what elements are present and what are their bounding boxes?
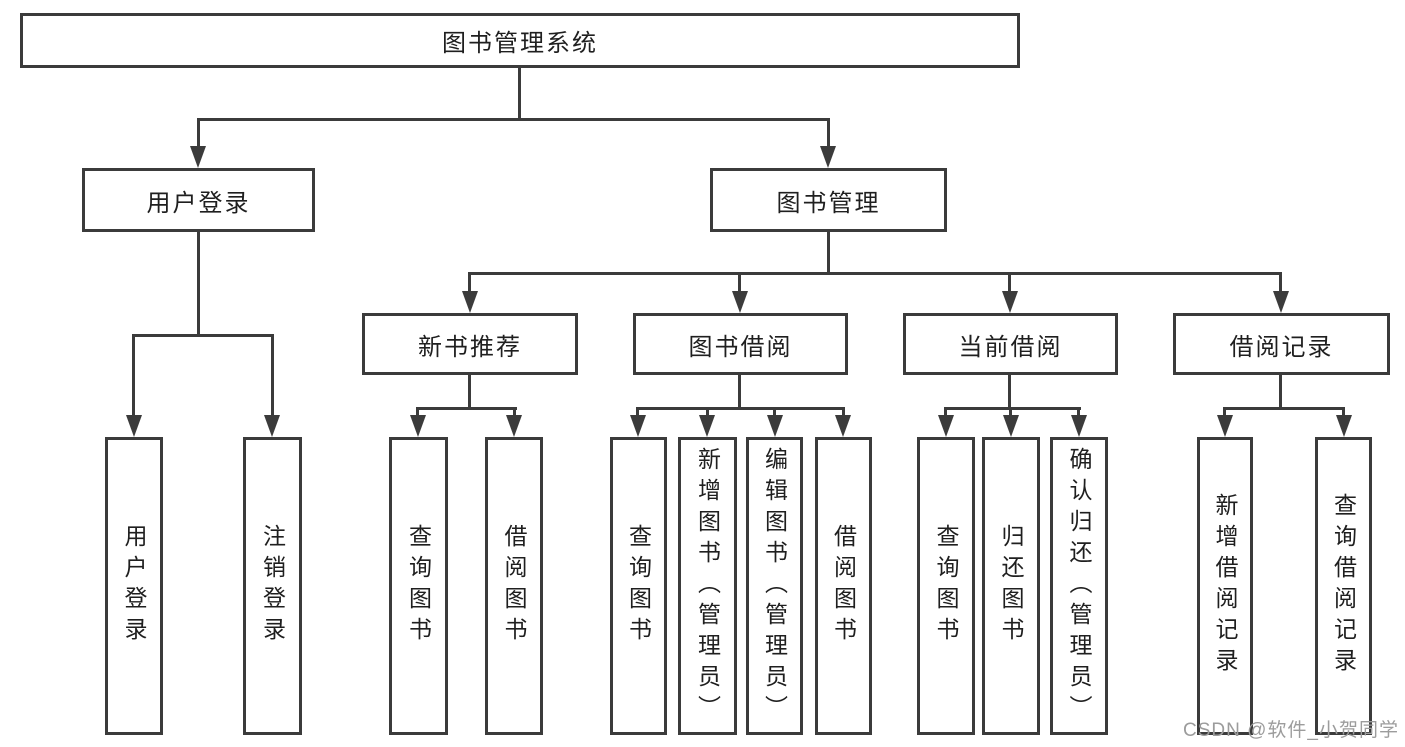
edge-to-user-login [197,118,200,148]
node-borrow-record-label: 借阅记录 [1229,333,1334,361]
edge-new-book-rail [416,407,517,410]
edge-to-borrow-record [1279,272,1282,293]
arrow-down-icon [1003,415,1019,437]
edge-new-book-stem [468,375,471,409]
arrow-down-icon [126,415,142,437]
edge-to-leaf-borrow-query [636,407,639,417]
leaf-newbook-borrow: 借阅图书 [485,437,543,735]
leaf-borrow-edit-admin: 编辑图书（管理员） [746,437,803,735]
node-current-borrow-label: 当前借阅 [958,333,1063,361]
edge-book-management-stem [827,232,830,275]
leaf-current-query: 查询图书 [917,437,975,735]
arrow-down-icon [767,415,783,437]
arrow-down-icon [1002,291,1018,313]
edge-user-login-stem [197,232,200,337]
arrow-down-icon [835,415,851,437]
leaf-logout: 注销登录 [243,437,302,735]
leaf-current-return: 归还图书 [982,437,1040,735]
leaf-current-confirm-admin: 确认归还（管理员） [1050,437,1108,735]
edge-borrow-record-stem [1279,375,1282,409]
edge-to-leaf-borrow-add [706,407,709,417]
leaf-logout-label: 注销登录 [259,524,286,648]
leaf-record-query-label: 查询借阅记录 [1330,493,1357,679]
node-current-borrow: 当前借阅 [903,313,1118,375]
arrow-down-icon [190,146,206,168]
node-user-login-label: 用户登录 [146,189,251,217]
leaf-borrow-query: 查询图书 [610,437,667,735]
node-root-label: 图书管理系统 [442,30,598,57]
edge-to-leaf-record-add [1223,407,1226,417]
edge-to-leaf-current-query [944,407,947,417]
leaf-borrow-book-label: 借阅图书 [830,524,857,648]
arrow-down-icon [1273,291,1289,313]
edge-to-current-borrow [1008,272,1011,293]
arrow-down-icon [938,415,954,437]
edge-to-leaf-newbook-query [416,407,419,417]
node-book-borrow-label: 图书借阅 [688,333,793,361]
csdn-watermark: CSDN @软件_小贺同学 [1183,720,1399,741]
node-book-management-label: 图书管理 [776,189,881,217]
edge-to-leaf-record-query [1342,407,1345,417]
arrow-down-icon [1217,415,1233,437]
edge-to-leaf-user-login [132,334,135,417]
edge-to-new-book-recommend [468,272,471,293]
arrow-down-icon [732,291,748,313]
node-borrow-record: 借阅记录 [1173,313,1390,375]
arrow-down-icon [462,291,478,313]
leaf-newbook-borrow-label: 借阅图书 [501,524,527,648]
leaf-borrow-add-admin: 新增图书（管理员） [678,437,737,735]
edge-to-book-borrow [738,272,741,293]
edge-to-leaf-logout [271,334,274,417]
edge-book-management-rail [468,272,1282,275]
edge-to-leaf-current-confirm [1077,407,1080,417]
leaf-borrow-book: 借阅图书 [815,437,872,735]
arrow-down-icon [1336,415,1352,437]
leaf-current-return-label: 归还图书 [998,524,1024,648]
edge-current-borrow-rail [944,407,1081,410]
edge-to-book-management [827,118,830,148]
edge-to-leaf-borrow-edit [773,407,776,417]
leaf-user-login-label: 用户登录 [121,524,147,648]
node-book-management: 图书管理 [710,168,947,232]
node-user-login: 用户登录 [82,168,315,232]
arrow-down-icon [410,415,426,437]
edge-root-rail [197,118,830,121]
edge-root-stem [518,68,521,118]
arrow-down-icon [820,146,836,168]
node-book-borrow: 图书借阅 [633,313,848,375]
arrow-down-icon [699,415,715,437]
arrow-down-icon [630,415,646,437]
edge-user-login-rail [132,334,274,337]
node-root: 图书管理系统 [20,13,1020,68]
leaf-newbook-query-label: 查询图书 [405,524,432,648]
leaf-record-add-label: 新增借阅记录 [1212,493,1238,679]
edge-book-borrow-stem [738,375,741,409]
leaf-newbook-query: 查询图书 [389,437,448,735]
leaf-user-login: 用户登录 [105,437,163,735]
leaf-borrow-edit-admin-label: 编辑图书（管理员） [761,446,788,726]
leaf-borrow-query-label: 查询图书 [625,524,652,648]
edge-to-leaf-newbook-borrow [513,407,516,417]
leaf-record-add: 新增借阅记录 [1197,437,1253,735]
edge-borrow-record-rail [1223,407,1345,410]
leaf-borrow-add-admin-label: 新增图书（管理员） [694,446,721,726]
edge-book-borrow-rail [636,407,845,410]
edge-to-leaf-current-return [1009,407,1012,417]
node-new-book-recommend: 新书推荐 [362,313,578,375]
arrow-down-icon [264,415,280,437]
arrow-down-icon [506,415,522,437]
node-new-book-recommend-label: 新书推荐 [418,333,522,361]
leaf-current-confirm-admin-label: 确认归还（管理员） [1066,446,1092,726]
leaf-current-query-label: 查询图书 [933,524,959,648]
leaf-record-query: 查询借阅记录 [1315,437,1372,735]
edge-current-borrow-stem [1008,375,1011,409]
edge-to-leaf-borrow-book [842,407,845,417]
arrow-down-icon [1071,415,1087,437]
